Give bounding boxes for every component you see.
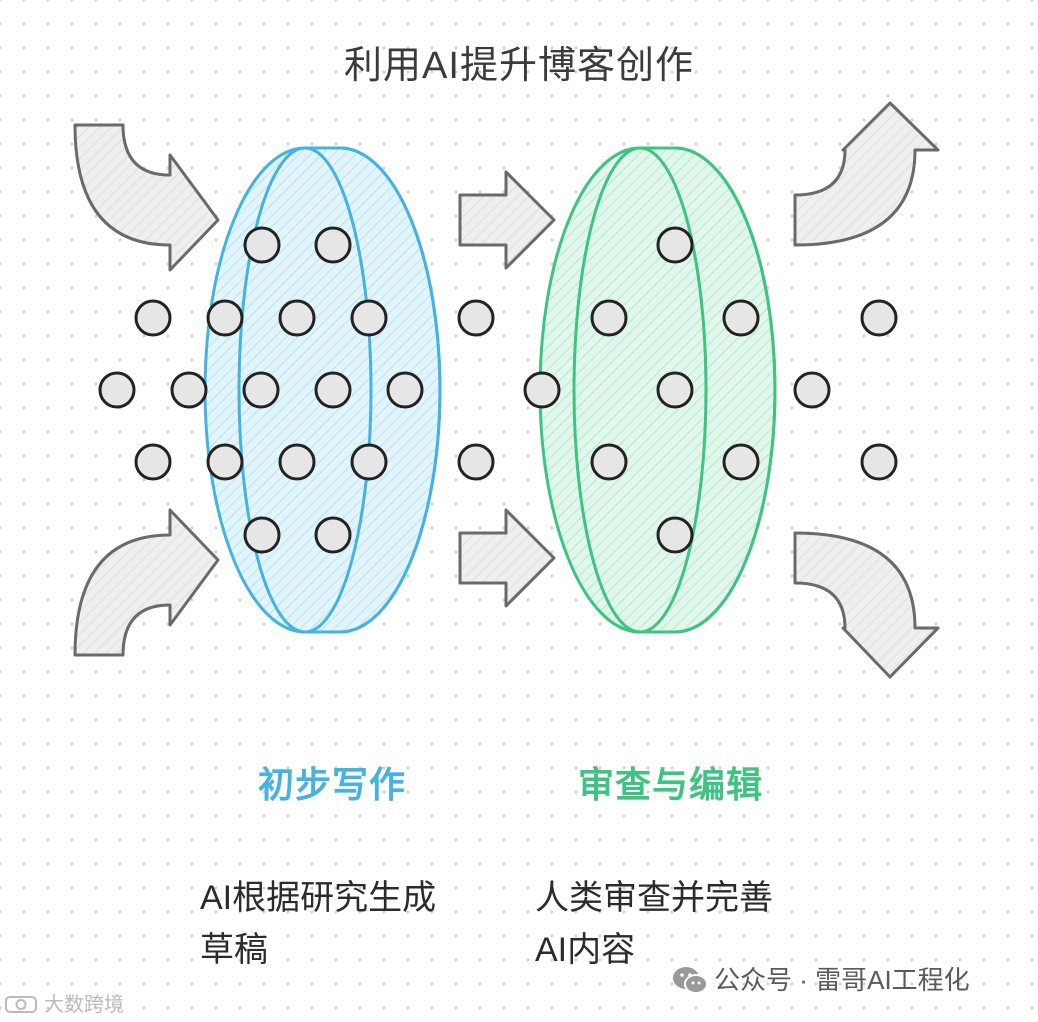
footer-text: 公众号 · 雷哥AI工程化 — [714, 965, 970, 995]
output-dots — [793, 299, 898, 481]
stage-review-desc-line1: 人类审查并完善 — [535, 879, 773, 917]
stage-draft-desc-line1: AI根据研究生成 — [200, 879, 437, 917]
watermark: 大数跨境 — [4, 988, 124, 1017]
stage-draft-desc-line2: 草稿 — [200, 931, 268, 969]
camera-icon — [5, 996, 37, 1013]
stage-draft-title: 初步写作 — [258, 764, 407, 805]
input-arrow-top — [73, 123, 220, 272]
stage-review-description: 人类审查并完善 AI内容 — [535, 872, 835, 976]
input-arrow-bottom — [73, 508, 220, 657]
wechat-icon — [673, 967, 708, 994]
middle-arrow-top — [458, 170, 556, 270]
diagram-title: 利用AI提升博客创作 — [344, 45, 694, 87]
review-lens-rim — [674, 146, 777, 634]
review-dots — [590, 226, 760, 554]
stage-review-title: 审查与编辑 — [578, 764, 764, 805]
middle-dots — [457, 299, 561, 481]
stage-review-desc-line2: AI内容 — [535, 931, 636, 969]
draft-lens-rim — [339, 146, 442, 634]
output-arrow-up — [793, 101, 940, 247]
watermark-text: 大数跨境 — [44, 994, 124, 1016]
input-dots — [98, 226, 424, 554]
stage-draft-description: AI根据研究生成 草稿 — [200, 872, 500, 976]
output-arrow-down — [793, 531, 940, 679]
middle-arrow-bottom — [458, 508, 556, 608]
footer-credit: 公众号 · 雷哥AI工程化 — [672, 960, 970, 997]
